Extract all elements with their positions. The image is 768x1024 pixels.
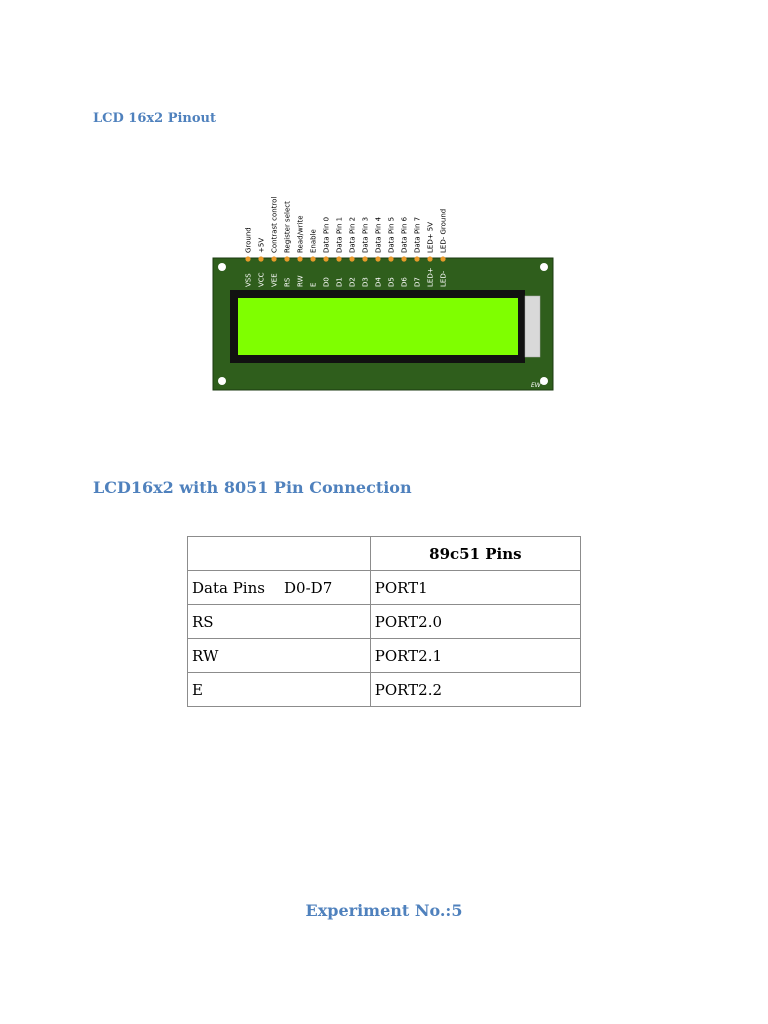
table-cell-lcd-pin: RS: [187, 604, 371, 639]
pin-function-label: LED- Ground: [440, 209, 448, 253]
pin-dot: [388, 256, 394, 262]
pin-name-label: D4: [375, 277, 383, 287]
pin-function-label: LED+ 5V: [427, 222, 435, 253]
pin-function-label: Data Pin 0: [323, 217, 331, 253]
table-row: RS PORT2.0: [187, 604, 582, 639]
pin-dot: [258, 256, 264, 262]
pin-name-label: VSS: [245, 273, 253, 287]
pin-dot: [297, 256, 303, 262]
table-cell-mcu-pin: PORT2.1: [369, 638, 582, 673]
pin-function-label: Data Pin 1: [336, 217, 344, 253]
pin-name-label: D3: [362, 277, 370, 287]
pin-name-label: D2: [349, 277, 357, 287]
connection-heading: LCD16x2 with 8051 Pin Connection: [93, 478, 412, 497]
mount-hole: [540, 263, 548, 271]
table-cell-lcd-pin: Data Pins D0-D7: [187, 570, 371, 605]
pin-name-label: D7: [414, 277, 422, 287]
mount-hole: [540, 377, 548, 385]
pin-name-label: RW: [297, 275, 305, 287]
pin-name-label: E: [310, 283, 318, 287]
pin-dot: [401, 256, 407, 262]
pin-function-label: Ground: [245, 227, 253, 253]
pin-name-label: LED+: [427, 267, 435, 287]
table-header-row: 89c51 Pins: [187, 536, 582, 571]
header-cell-lcd: [187, 536, 371, 571]
pin-dot: [271, 256, 277, 262]
pin-dot: [336, 256, 342, 262]
pin-function-label: Data Pin 2: [349, 217, 357, 253]
experiment-label: Experiment No.:5: [305, 901, 463, 920]
pin-dot: [284, 256, 290, 262]
pin-name-label: VEE: [271, 273, 279, 287]
mount-hole: [218, 263, 226, 271]
pin-dot: [310, 256, 316, 262]
pin-name-label: RS: [284, 277, 292, 287]
table-row: RW PORT2.1: [187, 638, 582, 673]
table-cell-lcd-pin: E: [187, 672, 371, 707]
pinout-heading: LCD 16x2 Pinout: [93, 111, 216, 126]
table-cell-mcu-pin: PORT2.2: [369, 672, 582, 707]
pin-name-label: D5: [388, 277, 396, 287]
pin-function-label: Data Pin 7: [414, 217, 422, 253]
table-cell-lcd-pin: RW: [187, 638, 371, 673]
pin-function-label: Data Pin 4: [375, 216, 383, 253]
header-cell-89c51: 89c51 Pins: [369, 536, 582, 571]
pin-dot: [414, 256, 420, 262]
pin-function-labels: Ground +5V Contrast control Register select…: [245, 197, 448, 253]
pin-name-labels: VSS VCC VEE RS RW E D0 D1 D2 D3 D4 D5 D6 D7 LED+ LED-: [245, 267, 448, 287]
table-row: E PORT2.2: [187, 672, 582, 707]
pin-dot: [323, 256, 329, 262]
pin-function-label: Contrast control: [271, 197, 279, 253]
mount-hole: [218, 377, 226, 385]
pin-function-label: Data Pin 3: [362, 217, 370, 253]
pin-name-label: D0: [323, 277, 331, 287]
pin-header: [245, 256, 446, 262]
pin-function-label: Data Pin 6: [401, 216, 409, 253]
pin-function-label: Data Pin 5: [388, 217, 396, 253]
pin-dot: [349, 256, 355, 262]
pin-name-label: LED-: [440, 270, 448, 287]
pin-dot: [427, 256, 433, 262]
table-row: Data Pins D0-D7 PORT1: [187, 570, 582, 605]
pin-name-label: D6: [401, 277, 409, 287]
pin-name-label: D1: [336, 277, 344, 287]
table-cell-mcu-pin: PORT1: [369, 570, 582, 605]
lcd-screen: [238, 298, 518, 355]
pin-connection-table: 89c51 Pins Data Pins D0-D7 PORT1 RS PORT…: [187, 536, 582, 707]
pin-function-label: +5V: [258, 238, 266, 253]
pin-dot: [362, 256, 368, 262]
lcd-16x2-pinout-diagram: Ground +5V Contrast control Register select…: [212, 197, 554, 391]
pin-dot: [440, 256, 446, 262]
lcd-watermark: EW: [531, 382, 542, 389]
pin-function-label: Register select: [284, 201, 292, 253]
pin-function-label: Enable: [310, 229, 318, 253]
lcd-backlight-strip: [524, 295, 541, 358]
pin-name-label: VCC: [258, 272, 266, 287]
pin-dot: [245, 256, 251, 262]
pin-dot: [375, 256, 381, 262]
pin-function-label: Read/write: [297, 215, 305, 253]
table-cell-mcu-pin: PORT2.0: [369, 604, 582, 639]
